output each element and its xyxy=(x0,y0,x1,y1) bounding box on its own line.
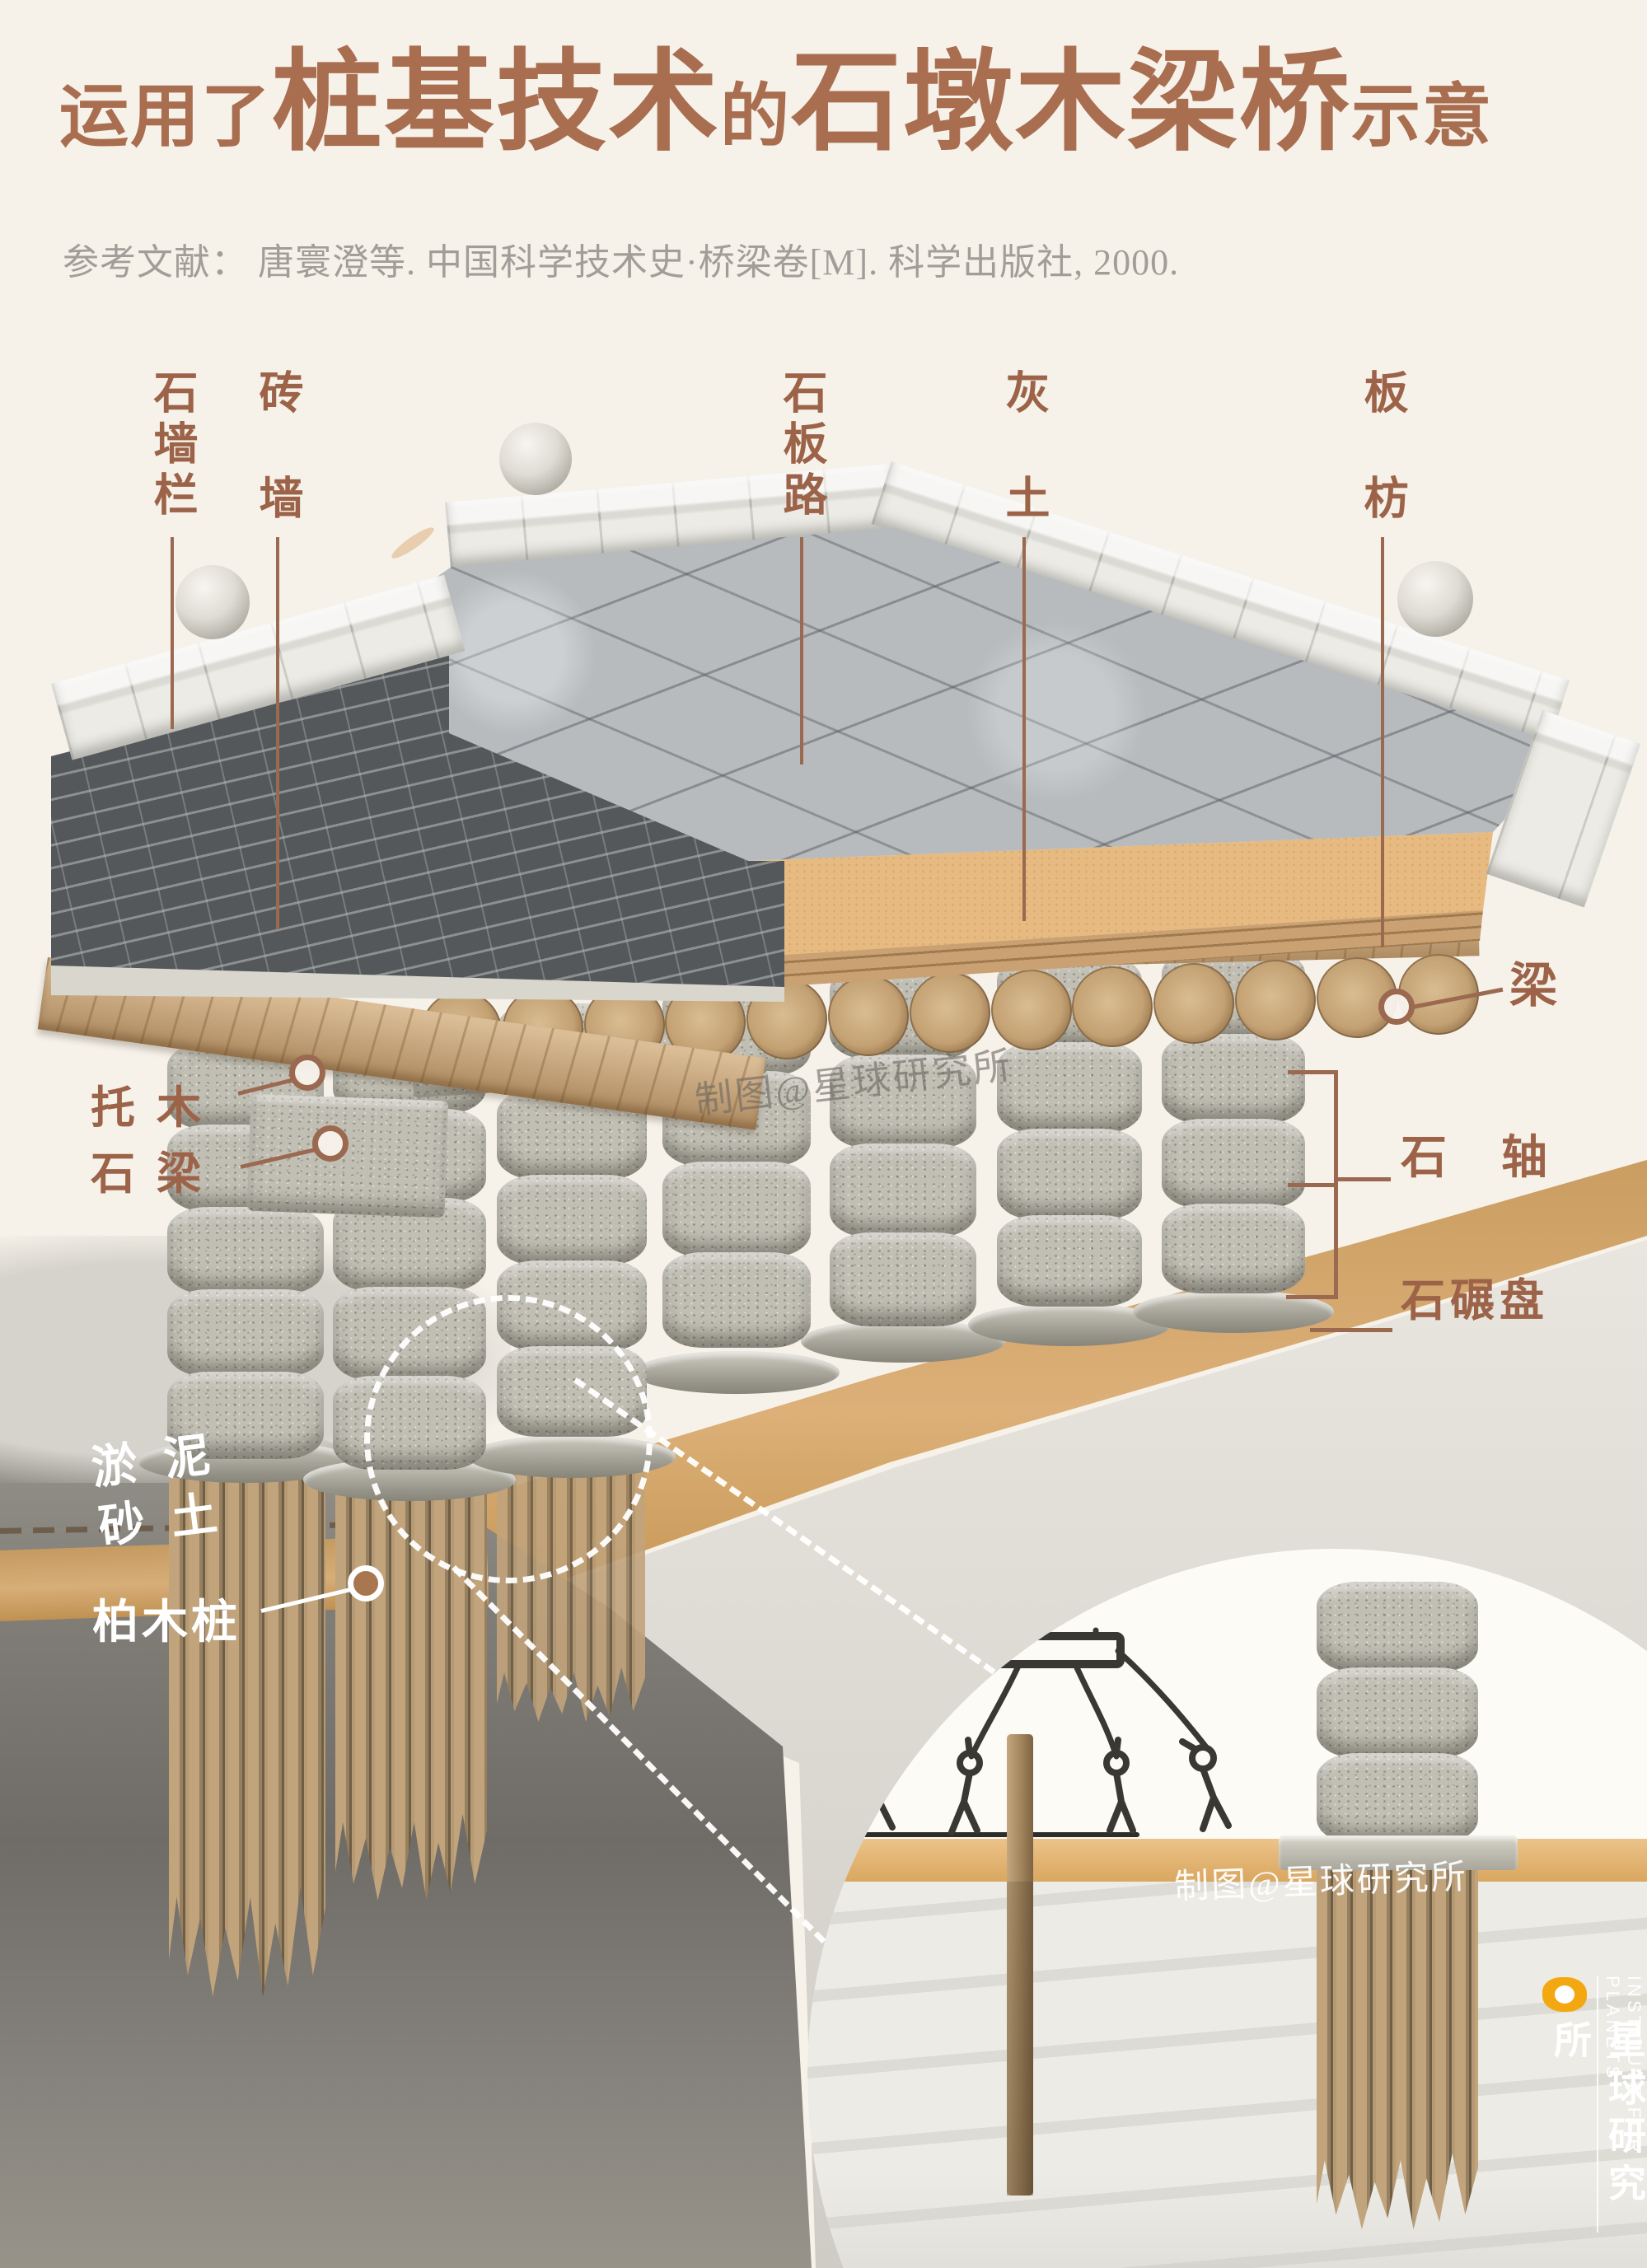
callout-beam: 梁 xyxy=(1509,959,1558,1012)
driven-pile-shade xyxy=(1007,1882,1033,2196)
stone-axle-drum xyxy=(662,1252,811,1348)
stone-axle-drum xyxy=(1162,1034,1305,1124)
pile-driving-sketch xyxy=(862,1627,1232,1835)
inset-ground-line xyxy=(822,1832,1139,1837)
title-segment: 的 xyxy=(720,79,792,156)
logo-chinese-name: 星球研究所 xyxy=(1549,2020,1645,2211)
bracket-tick xyxy=(1336,1177,1391,1181)
leader-line xyxy=(1381,537,1384,947)
leader-line xyxy=(800,537,803,765)
callout-cypress-piles: 柏木桩 xyxy=(92,1597,241,1648)
parapet-sphere xyxy=(175,565,250,639)
stone-roller-disc xyxy=(634,1351,840,1394)
stone-axle-drum xyxy=(662,1162,811,1257)
stone-axle-drum xyxy=(830,1143,976,1237)
log-beam-end xyxy=(990,969,1072,1050)
logo-divider xyxy=(1597,1976,1598,2233)
reference-text: 参考文献： 唐寰澄等. 中国科学技术史·桥梁卷[M]. 科学出版社, 2000. xyxy=(63,242,1180,283)
leader-line xyxy=(1310,1328,1392,1332)
stone-axle-drum xyxy=(1162,1119,1305,1209)
callout-marker xyxy=(312,1125,349,1162)
callout-marker xyxy=(348,1565,384,1602)
page-title: 运用了桩基技术的石墩木梁桥示意 xyxy=(59,48,1493,158)
leader-line xyxy=(1022,537,1026,921)
leader-line xyxy=(276,537,279,929)
stone-axle-drum xyxy=(167,1125,324,1212)
callout-stone-road: 石板路 xyxy=(776,369,826,522)
driven-pile xyxy=(1007,1734,1033,2196)
stone-axle-drum xyxy=(167,1372,324,1459)
inset-axle-drum xyxy=(1317,1753,1478,1844)
stone-axle-drum xyxy=(997,1042,1142,1134)
magnifier-dashed-circle xyxy=(364,1295,653,1583)
log-beam-end xyxy=(1235,960,1316,1041)
parapet-sphere xyxy=(499,423,572,495)
inset-detail-circle xyxy=(807,1549,1647,2268)
callout-stone-railing: 石墙栏 xyxy=(147,369,196,522)
log-beam-end xyxy=(909,972,990,1054)
callout-wood-corbel: 托木 xyxy=(91,1083,222,1133)
parapet-sphere xyxy=(1397,561,1473,637)
callout-soil-layers: 淤泥 砂土 xyxy=(89,1427,246,1554)
leader-line xyxy=(171,537,174,729)
log-beam-end xyxy=(1153,963,1235,1045)
title-segment: 石墩木梁桥 xyxy=(791,42,1352,164)
inset-stone-column xyxy=(1317,1582,1478,1844)
callout-stone-axle: 石轴 xyxy=(1401,1133,1602,1184)
log-beam-end xyxy=(828,975,909,1057)
title-segment: 运用了 xyxy=(59,79,273,156)
bracket-tick xyxy=(1288,1183,1336,1187)
callout-stone-girder: 石梁 xyxy=(91,1149,222,1199)
bracket-tick xyxy=(1288,1070,1336,1074)
watermark-inset: 制图@星球研究所 xyxy=(1173,1858,1469,1907)
bracket-tick xyxy=(1286,1295,1336,1299)
stone-axle-drum xyxy=(997,1129,1142,1220)
stone-axle-drum xyxy=(167,1289,324,1377)
stone-axle-drum xyxy=(1162,1204,1305,1293)
title-segment: 桩基技术 xyxy=(272,42,721,164)
stone-axle-drum xyxy=(167,1207,324,1294)
inset-axle-drum xyxy=(1317,1667,1478,1758)
callout-marker xyxy=(1378,989,1415,1025)
log-beam-end xyxy=(1072,966,1153,1047)
planet-logo-icon xyxy=(1542,1977,1587,2012)
inset-stone-slab xyxy=(1279,1835,1518,1870)
title-segment: 示意 xyxy=(1351,79,1494,156)
callout-marker xyxy=(289,1055,325,1091)
inset-axle-drum xyxy=(1317,1582,1478,1672)
callout-stone-roller-disc: 石碾盘 xyxy=(1401,1276,1549,1326)
bracket-line xyxy=(1334,1070,1338,1299)
stone-axle-drum xyxy=(830,1232,976,1326)
stone-axle-drum xyxy=(830,1055,976,1148)
planet-logo-hole xyxy=(1555,1985,1574,2004)
stone-axle-drum xyxy=(997,1215,1142,1307)
inset-lower-gray xyxy=(807,2175,1647,2268)
stone-axle-drum xyxy=(497,1175,647,1265)
logo-english-name: INSTITUTE FOR PLANETS xyxy=(1603,1976,1645,2156)
